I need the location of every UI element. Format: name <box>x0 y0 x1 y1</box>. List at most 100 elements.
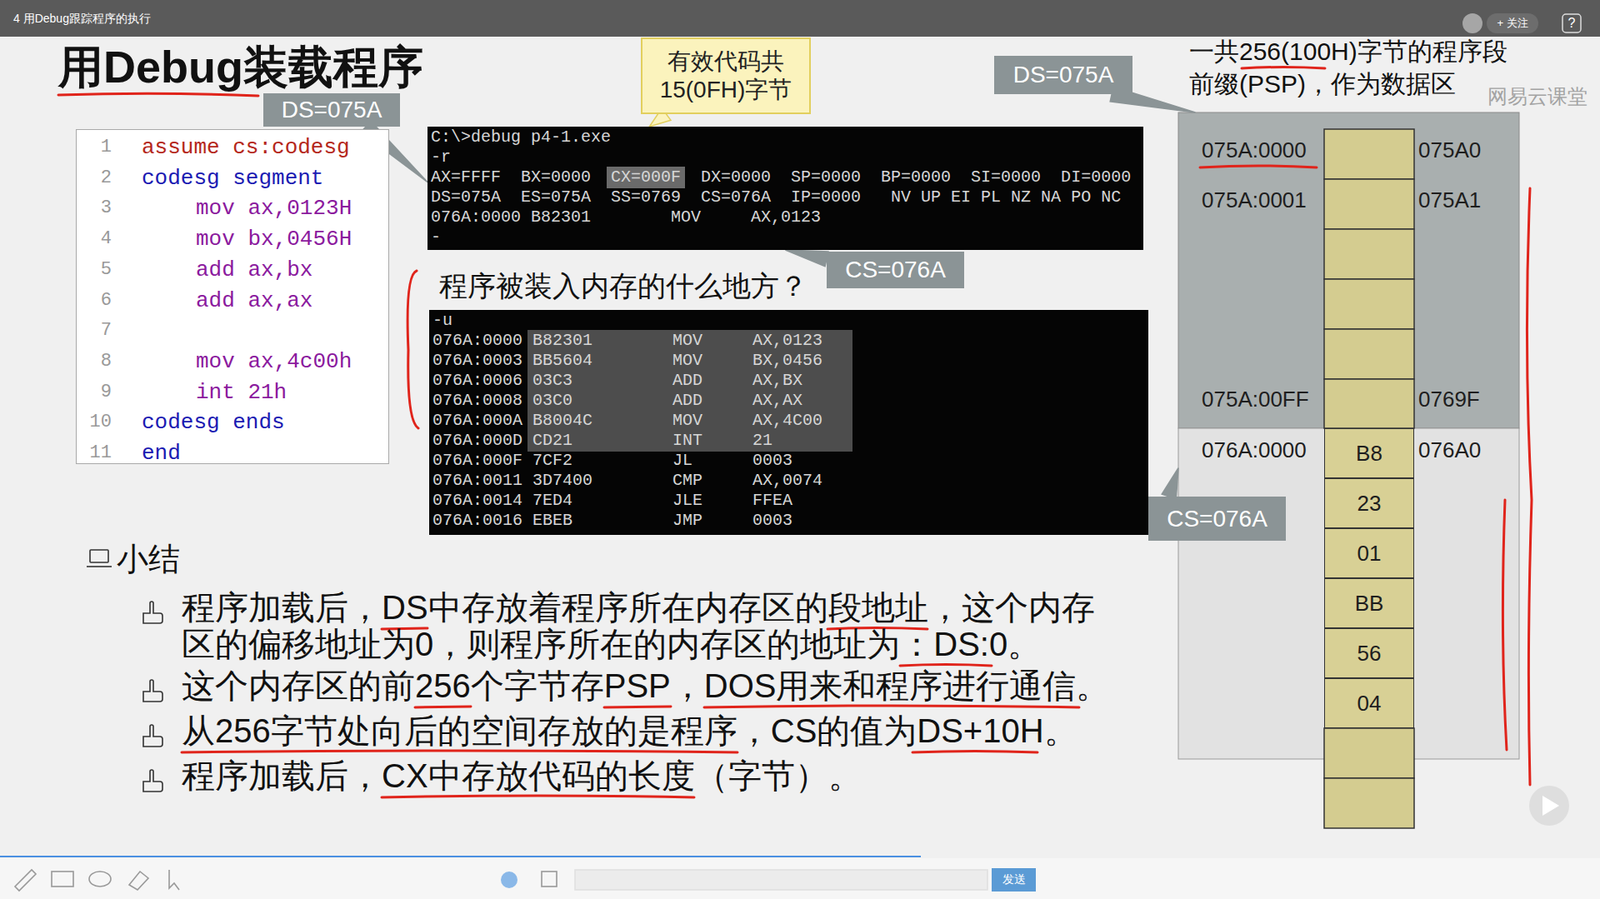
code-line: mov bx,0456H <box>195 224 352 255</box>
line-number: 4 <box>80 224 112 255</box>
code-line: codesg ends <box>141 407 285 438</box>
pen-underline <box>58 93 259 96</box>
text-slot: assume cs:codesg <box>141 132 350 163</box>
terminal-line: - <box>430 227 441 248</box>
memory-cell-text: 56 <box>1357 640 1382 667</box>
summary-heading: 小结 <box>116 540 180 579</box>
send-button: 发送 <box>991 868 1036 892</box>
text-slot: 6 <box>80 285 112 316</box>
pen-underline <box>900 665 992 667</box>
text-slot: 8 <box>80 346 112 377</box>
image-icon <box>541 871 557 887</box>
memory-cell-text: BB <box>1355 590 1385 617</box>
pen-line <box>1526 188 1532 785</box>
code-line: codesg segment <box>141 163 324 194</box>
memory-cell-text: 23 <box>1357 490 1382 517</box>
text-slot: 1 <box>80 132 112 163</box>
follow-button: + 关注 <box>1486 13 1539 34</box>
memory-cell: 01 <box>1324 528 1415 579</box>
pen-underline <box>1200 165 1317 168</box>
memory-cell <box>1324 229 1415 280</box>
callout-box: DS=075A <box>994 55 1133 95</box>
terminal-line: 076A:0000 B82301 MOV AX,0123 <box>432 330 823 351</box>
chat-input <box>575 870 988 890</box>
text-slot: 网易云课堂 <box>1487 85 1596 109</box>
cursor-tool <box>169 870 180 890</box>
hand-icon <box>143 680 163 702</box>
text-slot: ? <box>1564 14 1580 33</box>
code-panel: 1 assume cs:codesg 2 codesg segment 3 mov ax,… <box>75 129 390 465</box>
terminal-line: 076A:0014 7ED4 JLE FFEA <box>432 490 793 511</box>
memory-cell <box>1324 728 1415 779</box>
text-slot: 7 <box>80 315 112 346</box>
memory-cell: 04 <box>1324 678 1415 729</box>
callout-box-text: CS=076A <box>845 256 946 284</box>
memory-cell-text: 01 <box>1357 540 1382 567</box>
summary-bullet: 这个内存区的前256个字节存PSP，DOS用来和程序进行通信。 <box>181 667 1182 705</box>
terminal-line: DS=075A ES=075A SS=0769 CS=076A IP=0000 … <box>430 187 1121 208</box>
keyboard-tool <box>51 871 74 887</box>
header-bar <box>0 0 1600 37</box>
memory-cell: BB <box>1324 578 1415 629</box>
text-slot: codesg segment <box>141 163 324 194</box>
pen-bracket <box>407 270 419 429</box>
terminal-line: 076A:000A B8004C MOV AX,4C00 <box>432 410 823 431</box>
line-number: 7 <box>80 315 112 346</box>
text-slot: codesg ends <box>141 407 285 438</box>
terminal-line: 076A:0000 B82301 MOV AX,0123 <box>430 207 821 228</box>
text-slot: 076A0 <box>1418 437 1481 463</box>
pen-underline <box>604 706 671 708</box>
text-slot: 4 用Debug跟踪程序的执行 <box>13 10 347 26</box>
progress-line <box>0 855 921 858</box>
text-slot: add ax,ax <box>195 285 313 316</box>
address-label: 076A0 <box>1418 437 1481 463</box>
text-slot: 075A0 <box>1418 137 1481 163</box>
memory-cell <box>1324 179 1415 230</box>
memory-note: 一共256(100H)字节的程序段 前缀(PSP)，作为数据区 <box>1189 35 1540 100</box>
callout-box-text: DS=075A <box>281 96 383 124</box>
callout-box-text: CS=076A <box>1166 505 1268 533</box>
note-callout: 有效代码共 15(0FH)字节 <box>640 37 811 115</box>
line-number: 3 <box>80 193 112 224</box>
line-number: 9 <box>80 377 112 408</box>
text-slot: mov ax,0123H <box>195 193 352 224</box>
pen-tool <box>15 870 36 891</box>
pen-underline <box>1241 67 1325 70</box>
line-number: 8 <box>80 346 112 377</box>
terminal-line: 076A:000F 7CF2 JL 0003 <box>432 450 793 471</box>
terminal-line: -u <box>432 310 453 331</box>
debug-terminal: C:\>debug p4-1.exe-rAX=FFFF BX=0000 CX=0… <box>427 126 1144 250</box>
line-number: 10 <box>80 407 112 438</box>
help-mark: ? <box>1564 14 1580 33</box>
line-number: 1 <box>80 132 112 163</box>
address-label: 075A0 <box>1418 137 1481 163</box>
text-slot: 一共256(100H)字节的程序段 前缀(PSP)，作为数据区 <box>1189 35 1540 100</box>
header-text: 4 用Debug跟踪程序的执行 <box>13 10 347 26</box>
text-slot: 程序加载后，DS中存放着程序所在内存区的段地址，这个内存区的偏移地址为0，则程序… <box>181 589 1107 663</box>
watermark: 网易云课堂 <box>1487 85 1596 109</box>
text-slot: 075A:0000 <box>1201 137 1307 163</box>
terminal-line: AX=FFFF BX=0000 CX=000F DX=0000 SP=0000 … <box>430 167 1131 188</box>
toolbar <box>0 858 1600 899</box>
toolbar-icons <box>15 870 988 891</box>
pen-annotations <box>58 67 1532 799</box>
terminal-line: -r <box>430 147 451 168</box>
text-slot: 从256字节处向后的空间存放的是程序，CS的值为DS+10H。 <box>181 712 1182 750</box>
psp-region <box>1178 112 1520 429</box>
line-number: 11 <box>80 438 112 469</box>
memory-cell: B8 <box>1324 428 1415 479</box>
slide-title: 用Debug装载程序 <box>58 41 424 92</box>
summary-bullet: 从256字节处向后的空间存放的是程序，CS的值为DS+10H。 <box>181 712 1182 750</box>
callout-box-text: DS=075A <box>1013 61 1115 89</box>
address-label: 075A:00FF <box>1201 386 1310 412</box>
text-slot: 076A:0000 <box>1201 437 1307 463</box>
callout-pointer <box>1161 468 1179 500</box>
callout-box: DS=075A <box>263 93 400 127</box>
program-region <box>1178 428 1520 760</box>
code-line: int 21h <box>195 377 287 408</box>
summary-icons <box>86 550 163 792</box>
address-label: 075A:0001 <box>1201 187 1307 213</box>
terminal-line: 076A:0016 EBEB JMP 0003 <box>432 510 793 531</box>
text-slot: 2 <box>80 163 112 194</box>
